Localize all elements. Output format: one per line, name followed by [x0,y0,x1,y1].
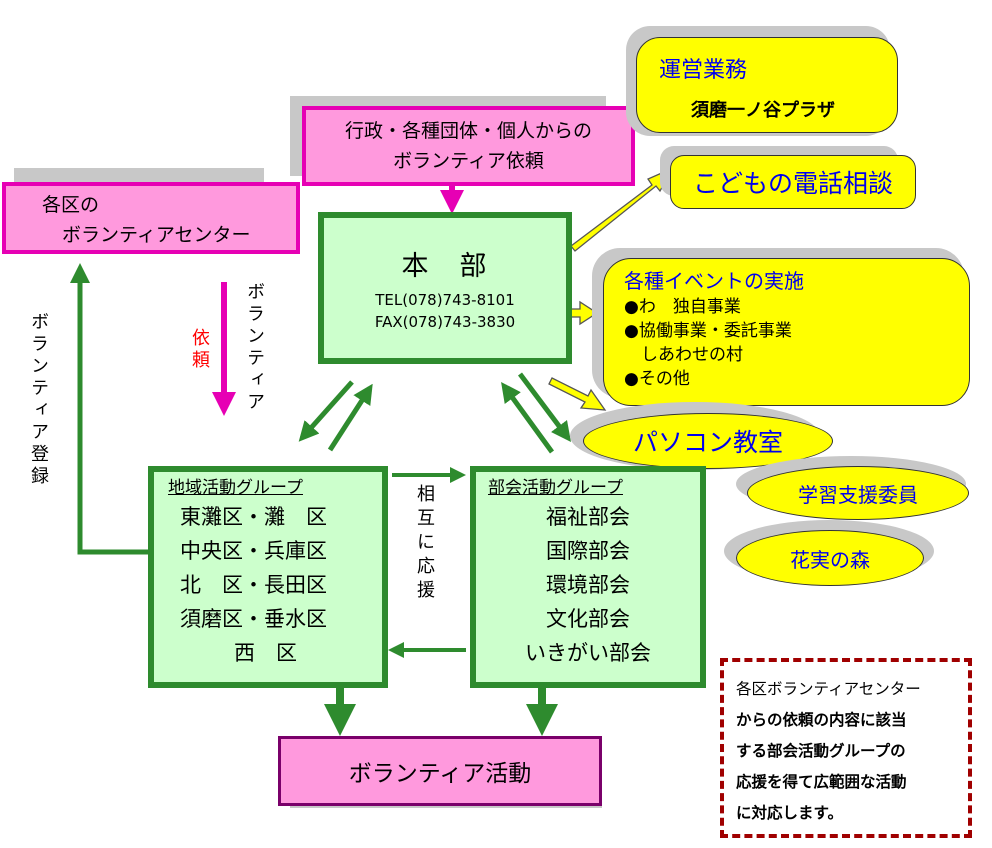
events-item-2: ●協働事業・委託事業 [624,321,792,341]
note-line-4: 応援を得て広範囲な活動 [736,773,907,791]
volunteer-activity-box: ボランティア活動 [278,736,602,806]
section-group-row: 国際部会 [546,539,630,563]
regional-group-list: 東灘区・灘 区 中央区・兵庫区 北 区・長田区 須磨区・垂水区 西 区 [180,500,382,670]
volunteer-request-box: 行政・各種団体・個人からの ボランティア依頼 [302,106,635,186]
pc-class-label: パソコン教室 [632,428,783,457]
study-support-label: 学習支援委員 [798,482,918,507]
ward-volunteer-center-box: 各区の ボランティアセンター [2,182,300,254]
operations-box: 運営業務 須磨一ノ谷プラザ [636,37,898,133]
section-group-row: 福祉部会 [546,505,630,529]
study-support-ellipse: 学習支援委員 [747,466,969,520]
events-box: 各種イベントの実施 ●わ 独自事業 ●協働事業・委託事業 しあわせの村 ●その他 [603,258,970,406]
arrow-hq-to-pc-class [548,377,607,411]
pc-class-ellipse: パソコン教室 [583,413,833,469]
request-line-2: ボランティア依頼 [393,150,544,172]
headquarters-fax: FAX(078)743-3830 [374,312,516,331]
registration-label: ボランティア登録 [28,312,49,488]
section-activity-group-box: 部会活動グループ 福祉部会 国際部会 環境部会 文化部会 いきがい部会 [470,466,706,688]
ward-center-line-1: 各区の [42,194,100,216]
section-group-title: 部会活動グループ [488,478,623,498]
note-line-3: する部会活動グループの [736,742,906,760]
regional-activity-group-box: 地域活動グループ 東灘区・灘 区 中央区・兵庫区 北 区・長田区 須磨区・垂水区… [148,466,388,688]
request-label-black: ボランティア [244,282,265,414]
request-line-1: 行政・各種団体・個人からの [344,120,592,142]
ward-center-line-2: ボランティアセンター [62,224,251,246]
arrow-hq-to-section [518,372,571,442]
note-line-2: からの依頼の内容に該当 [736,711,907,729]
note-line-1: 各区ボランティアセンター [736,680,921,698]
operations-title: 運営業務 [659,58,748,83]
arrow-regional-to-hq [327,383,373,452]
regional-group-title: 地域活動グループ [168,478,303,498]
headquarters-box: 本 部 TEL(078)743-8101 FAX(078)743-3830 [318,212,572,364]
arrow-section-to-hq [501,381,555,454]
section-group-list: 福祉部会 国際部会 環境部会 文化部会 いきがい部会 [488,500,688,670]
headquarters-title: 本 部 [401,250,489,282]
operations-subtitle: 須磨一ノ谷プラザ [691,100,835,121]
volunteer-activity-label: ボランティア活動 [348,761,532,787]
regional-group-row: 東灘区・灘 区 [180,505,327,529]
request-label-red: 依頼 [189,328,210,372]
note-line-5: に対応します。 [736,804,843,822]
headquarters-tel: TEL(078)743-8101 [375,290,515,309]
section-group-row: 環境部会 [546,573,630,597]
child-phone-consultation-box: こどもの電話相談 [670,155,916,209]
section-group-row: いきがい部会 [525,641,651,665]
events-title: 各種イベントの実施 [624,269,804,293]
events-item-3: しあわせの村 [624,345,743,365]
events-item-1: ●わ 独自事業 [624,297,741,317]
regional-group-row: 中央区・兵庫区 [180,539,327,563]
mutual-support-label: 相互に応援 [414,484,435,604]
arrow-hq-to-regional [298,380,354,442]
regional-group-row: 西 区 [234,641,297,665]
flower-forest-ellipse: 花実の森 [736,530,924,586]
events-item-4: ●その他 [624,369,690,389]
section-group-row: 文化部会 [546,607,630,631]
note-box: 各区ボランティアセンター からの依頼の内容に該当 する部会活動グループの 応援を… [720,658,972,838]
flower-forest-label: 花実の森 [790,547,870,572]
arrow-registration [70,263,150,555]
regional-group-row: 北 区・長田区 [180,573,327,597]
child-phone-label: こどもの電話相談 [692,169,893,198]
regional-group-row: 須磨区・垂水区 [180,607,327,631]
